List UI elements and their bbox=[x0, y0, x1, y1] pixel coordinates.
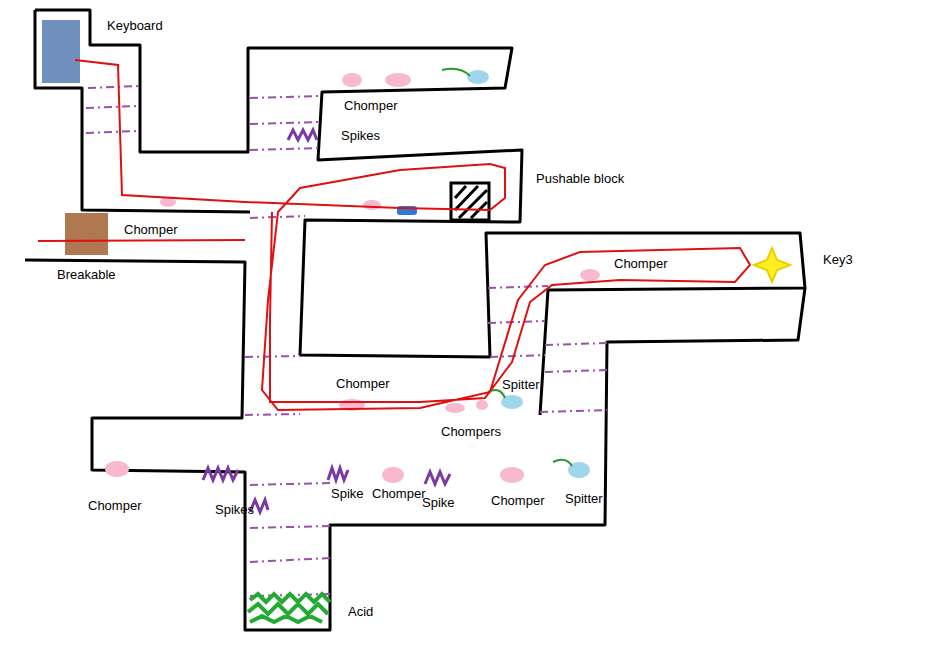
map-label: Spike bbox=[422, 495, 455, 510]
keyboard-icon bbox=[42, 20, 80, 83]
chompers bbox=[105, 73, 600, 483]
map-label: Spitter bbox=[502, 377, 540, 392]
map-label: Breakable bbox=[57, 267, 116, 282]
map-label: Spikes bbox=[215, 502, 254, 517]
map-label: Pushable block bbox=[536, 171, 624, 186]
route bbox=[38, 60, 750, 410]
map-label: Acid bbox=[348, 604, 373, 619]
map-label: Keyboard bbox=[107, 18, 163, 33]
map-label: Chompers bbox=[441, 424, 501, 439]
map-label: Chomper bbox=[124, 222, 177, 237]
platforms bbox=[86, 86, 607, 596]
map-label: Spike bbox=[331, 486, 364, 501]
map-label: Chomper bbox=[372, 486, 425, 501]
map-label: Chomper bbox=[344, 98, 397, 113]
key-star bbox=[754, 248, 790, 282]
breakable-block bbox=[65, 213, 108, 255]
spitters bbox=[442, 69, 590, 478]
pushable-block bbox=[451, 183, 489, 220]
map-label: Key3 bbox=[823, 252, 853, 267]
acid bbox=[248, 594, 330, 622]
map-label: Chomper bbox=[336, 376, 389, 391]
map-label: Spitter bbox=[565, 491, 603, 506]
map-label: Chomper bbox=[88, 498, 141, 513]
spikes bbox=[203, 130, 450, 512]
map-label: Chomper bbox=[614, 256, 667, 271]
map-label: Spikes bbox=[341, 128, 380, 143]
walls bbox=[25, 10, 805, 630]
map-label: Chomper bbox=[491, 493, 544, 508]
